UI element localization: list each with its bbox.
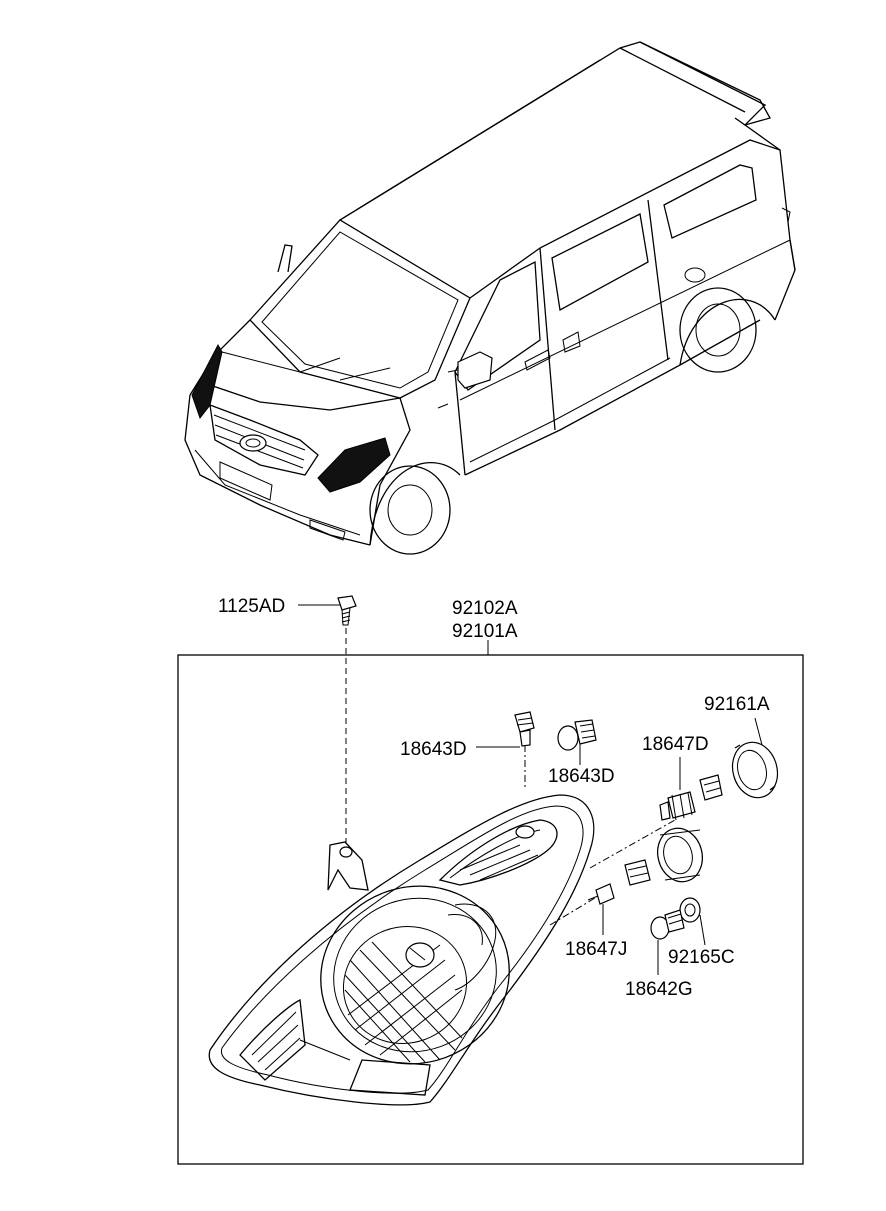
van-illustration bbox=[184, 41, 796, 555]
label-18643d-right: 18643D bbox=[548, 766, 615, 787]
bulb-18642g bbox=[650, 909, 685, 975]
label-92102a: 92102A bbox=[452, 598, 518, 619]
label-92101a: 92101A bbox=[452, 621, 518, 642]
label-92161a: 92161A bbox=[704, 694, 770, 715]
label-18643d-left: 18643D bbox=[400, 739, 467, 760]
socket-92165c bbox=[679, 897, 706, 946]
bulb-18647j bbox=[587, 883, 615, 935]
label-18642g: 18642G bbox=[625, 979, 693, 1000]
part-labels: 1125AD 92102A 92101A 92161A 18643D 18647… bbox=[218, 596, 770, 1000]
assembly-frame bbox=[177, 640, 804, 1165]
bulb-18647d bbox=[659, 757, 696, 821]
label-18647d: 18647D bbox=[642, 734, 709, 755]
label-18647j: 18647J bbox=[565, 939, 627, 960]
bolt-1125ad bbox=[298, 595, 357, 845]
cap-92161a bbox=[699, 717, 779, 801]
label-1125ad: 1125AD bbox=[218, 596, 285, 617]
leader-lines bbox=[524, 745, 676, 926]
socket-ring bbox=[624, 827, 703, 886]
headlamp-housing bbox=[208, 794, 595, 1106]
bulb-18643d-left bbox=[476, 711, 535, 748]
bulb-18643d-right bbox=[557, 719, 597, 765]
label-92165c: 92165C bbox=[668, 947, 735, 968]
